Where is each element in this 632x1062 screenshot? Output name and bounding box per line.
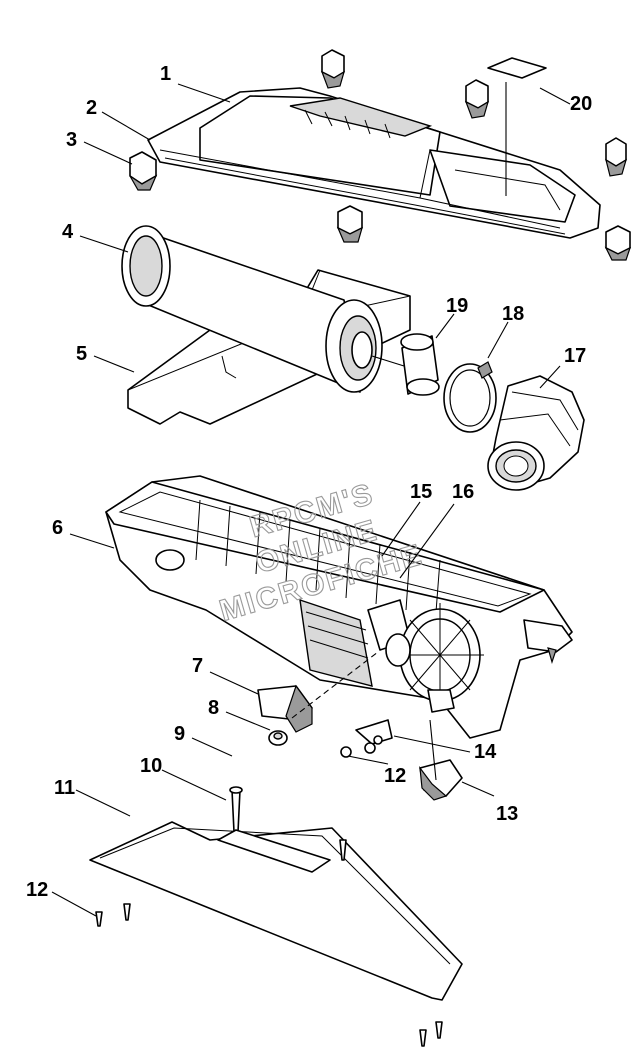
callout-10: 10	[140, 755, 162, 777]
callout-13: 13	[496, 803, 518, 825]
screws-plate	[95, 839, 443, 1047]
filter-sleeve	[400, 333, 440, 396]
hose-clamp	[443, 361, 497, 433]
air-filter-element	[121, 225, 383, 393]
callout-19: 19	[446, 295, 468, 317]
cover-clips	[129, 49, 632, 261]
callout-3: 3	[66, 129, 77, 151]
callouts: 1 2 3 4 5 6 7 8 9 10 11 12 12 13 14 15 1…	[26, 63, 592, 901]
callout-18: 18	[502, 303, 524, 325]
reinforcement-strip	[217, 829, 331, 873]
callout-9: 9	[174, 723, 185, 745]
callout-7: 7	[192, 655, 203, 677]
callout-5: 5	[76, 343, 87, 365]
intake-boot	[487, 375, 585, 491]
airbox-base	[105, 475, 573, 739]
valve	[419, 759, 463, 801]
skid-plate	[89, 821, 463, 1001]
sensor	[257, 684, 313, 733]
callout-6: 6	[52, 517, 63, 539]
bolt	[229, 786, 243, 833]
leader-lines	[51, 82, 571, 917]
callout-4: 4	[62, 221, 74, 243]
callout-15: 15	[410, 481, 432, 503]
callout-1: 1	[160, 63, 171, 85]
callout-17: 17	[564, 345, 586, 367]
callout-20: 20	[570, 93, 592, 115]
callout-2: 2	[86, 97, 97, 119]
callout-16: 16	[452, 481, 474, 503]
grommet	[268, 730, 288, 746]
callout-11: 11	[54, 777, 75, 799]
callout-8: 8	[208, 697, 219, 719]
airbox-cover	[147, 87, 601, 239]
callout-12-plate: 12	[26, 879, 48, 901]
callout-12-base: 12	[384, 765, 406, 787]
bracket	[355, 719, 393, 745]
callout-14: 14	[474, 741, 497, 763]
decal-label	[487, 57, 547, 79]
screws-base	[340, 735, 383, 758]
